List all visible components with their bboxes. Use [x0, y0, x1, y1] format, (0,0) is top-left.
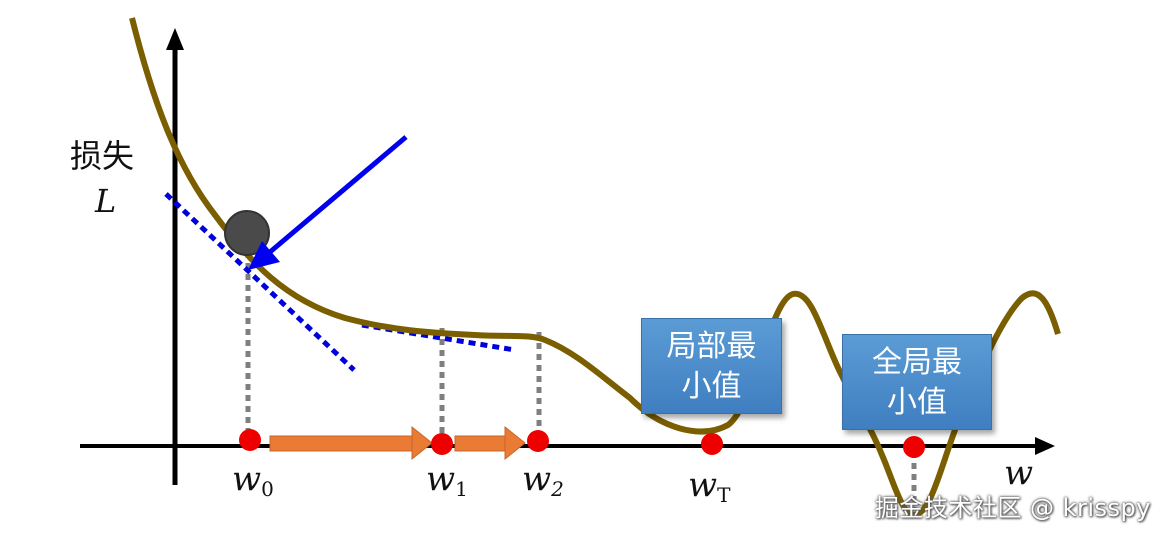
point-w1	[431, 433, 453, 455]
point-w0	[239, 429, 261, 451]
step-arrow-2	[454, 425, 526, 461]
y-axis-arrowhead	[166, 28, 184, 50]
label-wT: wT	[688, 465, 731, 507]
x-axis-arrowhead	[1035, 437, 1055, 455]
point-w2	[527, 430, 549, 452]
pointer-arrow-shaft	[268, 135, 408, 254]
step-arrow-1	[269, 425, 433, 461]
global-minimum-line2: 小值	[887, 385, 947, 420]
ball	[224, 210, 270, 256]
x-axis-variable: w	[1004, 453, 1034, 493]
y-axis-label: 损失	[70, 137, 135, 175]
global-minimum-line1: 全局最	[872, 345, 962, 380]
tangent-line-w0	[164, 192, 356, 372]
local-minimum-line2: 小值	[681, 369, 742, 404]
label-w0: w0	[232, 459, 274, 501]
point-wT	[701, 433, 723, 455]
label-w1: w1	[426, 459, 468, 501]
y-axis-variable: L	[95, 182, 117, 220]
global-minimum-box: 全局最 小值	[842, 334, 992, 430]
pointer-arrow-head	[248, 241, 280, 270]
local-minimum-box: 局部最 小值	[641, 318, 782, 414]
label-w2: w2	[522, 459, 564, 501]
local-minimum-line1: 局部最	[666, 329, 757, 364]
watermark: 掘金技术社区 @ krisspy	[874, 494, 1151, 522]
point-global-min	[903, 436, 925, 458]
